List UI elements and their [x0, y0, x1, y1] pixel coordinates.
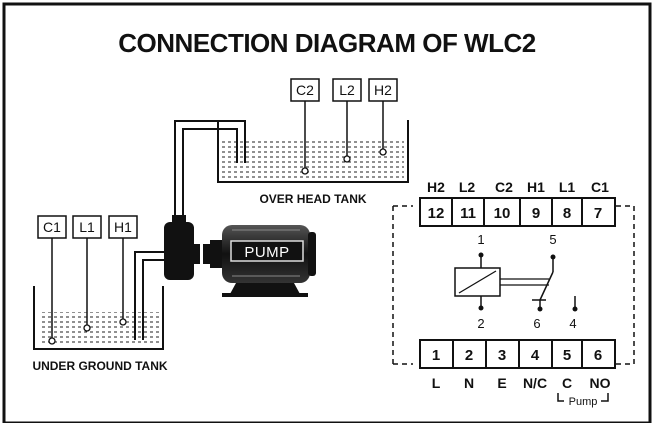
svg-text:L2: L2	[459, 179, 476, 195]
underground-tank: UNDER GROUND TANK C1 L1 H1	[32, 215, 168, 373]
terminal-5: 5	[563, 347, 571, 364]
terminal-10: 10	[494, 205, 511, 222]
svg-text:H2: H2	[427, 179, 445, 195]
top-terminal-labels: H2 L2 C2 H1 L1 C1	[427, 179, 609, 195]
top-terminal-block: 12 11 10 9 8 7	[419, 197, 616, 227]
bottom-terminal-block: 1 2 3 4 5 6	[419, 339, 616, 369]
relay-pin-1: 1	[477, 232, 484, 247]
suction-pipe	[134, 251, 165, 340]
overhead-tank: OVER HEAD TANK C2 L2 H2	[217, 78, 409, 206]
svg-text:C2: C2	[495, 179, 513, 195]
svg-text:C1: C1	[591, 179, 609, 195]
svg-text:N: N	[464, 375, 474, 391]
overhead-water	[222, 140, 404, 178]
probe-l2: L2	[332, 78, 362, 163]
svg-text:NO: NO	[590, 375, 611, 391]
svg-text:N/C: N/C	[523, 375, 547, 391]
underground-tank-label: UNDER GROUND TANK	[32, 359, 167, 373]
svg-text:H1: H1	[527, 179, 545, 195]
pump-bracket: Pump	[557, 393, 609, 408]
terminal-9: 9	[532, 205, 540, 222]
terminal-1: 1	[432, 347, 440, 364]
svg-text:C1: C1	[43, 219, 61, 235]
relay-contact-arm	[539, 271, 554, 301]
svg-text:C: C	[562, 375, 572, 391]
pump: PUMP	[164, 215, 316, 297]
pump-group-label: Pump	[569, 396, 598, 408]
svg-text:L: L	[432, 375, 441, 391]
terminal-8: 8	[563, 205, 571, 222]
terminal-2: 2	[465, 347, 473, 364]
terminal-3: 3	[498, 347, 506, 364]
relay-pin-6: 6	[533, 316, 540, 331]
svg-text:L1: L1	[79, 219, 95, 235]
terminal-4: 4	[531, 347, 540, 364]
relay-pin-2: 2	[477, 316, 484, 331]
svg-text:L1: L1	[559, 179, 576, 195]
probe-h2: H2	[368, 78, 398, 156]
terminal-11: 11	[460, 205, 476, 222]
terminal-7: 7	[594, 205, 602, 222]
pump-head	[164, 222, 194, 280]
svg-text:H2: H2	[374, 82, 392, 98]
terminal-12: 12	[428, 205, 445, 222]
underground-water	[40, 312, 159, 346]
pump-label-plate	[230, 240, 304, 262]
relay-pin-5: 5	[549, 232, 556, 247]
delivery-pipe	[174, 120, 246, 218]
svg-text:E: E	[497, 375, 506, 391]
probe-l1: L1	[72, 215, 102, 332]
diagram-title: CONNECTION DIAGRAM OF WLC2	[118, 28, 535, 58]
pump-label: PUMP	[244, 244, 289, 261]
relay-pin-4: 4	[569, 316, 576, 331]
svg-text:C2: C2	[296, 82, 314, 98]
overhead-tank-label: OVER HEAD TANK	[259, 192, 366, 206]
bottom-terminal-labels: L N E N/C C NO	[432, 375, 611, 391]
probe-h1: H1	[108, 215, 138, 326]
svg-text:H1: H1	[114, 219, 132, 235]
underground-tank-wall	[33, 286, 164, 350]
probe-c1: C1	[37, 215, 67, 345]
svg-text:L2: L2	[339, 82, 355, 98]
probe-c2: C2	[290, 78, 320, 175]
terminal-6: 6	[594, 347, 602, 364]
overhead-tank-wall	[217, 120, 409, 183]
relay: 1 5 2 6 4	[454, 232, 578, 331]
controller: H2 L2 C2 H1 L1 C1 12 11 10 9 8 7 1 5	[392, 179, 635, 408]
